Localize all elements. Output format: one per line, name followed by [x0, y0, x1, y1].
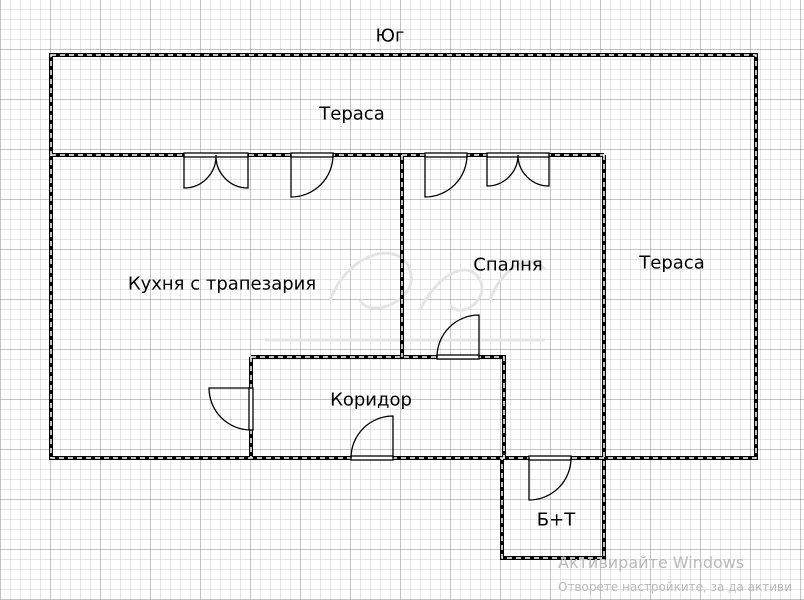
room-corridor: Коридор [330, 389, 412, 411]
door-swing [424, 154, 468, 198]
door-swing [208, 387, 252, 431]
windows-activation-subtitle: Отворете настройките, за да активи [558, 580, 792, 594]
windows-activation-title: Активирайте Windows [558, 553, 745, 572]
wall-hatch [50, 54, 757, 459]
room-bathroom: Б+Т [536, 509, 576, 531]
watermark-logo [265, 251, 547, 342]
door-swing [486, 154, 550, 187]
label-south: Юг [375, 25, 405, 47]
door-swing [528, 457, 572, 501]
door-swing [290, 154, 334, 198]
wall-hatch [501, 155, 605, 559]
room-kitchen: Кухня с трапезария [127, 273, 317, 295]
wall-hatch [251, 356, 505, 458]
door-swing [183, 154, 249, 189]
door-swing [436, 314, 480, 358]
door-swing [350, 415, 394, 459]
doors [183, 152, 572, 501]
room-terrace-top: Тераса [319, 103, 385, 125]
room-bedroom: Спалня [473, 254, 543, 276]
room-terrace-right: Тераса [639, 252, 705, 274]
